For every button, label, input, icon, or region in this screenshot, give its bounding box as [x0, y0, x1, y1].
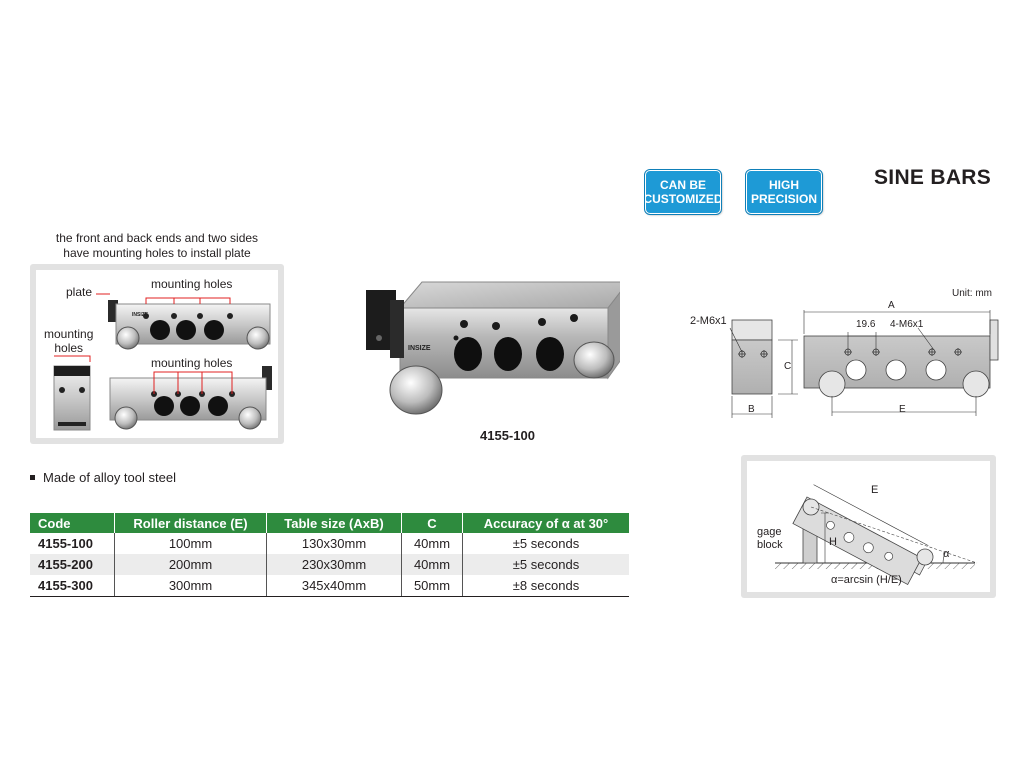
- mounting-panel-inner: INSIZE plate mounting holes mounting hol…: [36, 270, 278, 438]
- cell-table-size: 130x30mm: [266, 533, 402, 554]
- dim-label-b: B: [748, 404, 755, 415]
- product-model: 4155-100: [480, 428, 535, 443]
- cell-accuracy: ±5 seconds: [512, 536, 580, 551]
- label-line: gage: [757, 526, 782, 538]
- badge-high-precision: HIGH PRECISION: [745, 169, 823, 215]
- cell-code: 4155-100: [30, 533, 115, 554]
- label-mounting-holes-side: mounting holes: [44, 327, 93, 355]
- bullet-icon: [30, 475, 35, 481]
- label-line: block: [757, 539, 783, 551]
- usage-formula: α=arcsin (H/E): [831, 574, 902, 586]
- dimension-drawing: [729, 310, 999, 418]
- dim-label-19-6: 19.6: [856, 319, 876, 330]
- cell-code: 4155-200: [30, 554, 115, 575]
- header-c: C: [401, 513, 463, 533]
- feature-text: Made of alloy tool steel: [43, 470, 176, 485]
- cell-table-size: 230x30mm: [266, 554, 402, 575]
- usage-label-h: H: [829, 536, 837, 548]
- label-plate: plate: [66, 285, 93, 299]
- usage-label-alpha: α: [943, 548, 950, 560]
- label-mounting-holes-top: mounting holes: [151, 277, 233, 291]
- caption-line-2: have mounting holes to install plate: [63, 246, 251, 260]
- badge-line: CAN BE: [659, 178, 706, 192]
- cell-accuracy: ±5 seconds: [462, 554, 629, 575]
- page-title: SINE BARS: [874, 166, 992, 189]
- cell-c: 50mm: [401, 575, 463, 597]
- table-row: 4155-300 300mm 345x40mm 50mm ±8 seconds: [30, 575, 629, 597]
- caption-line-1: the front and back ends and two sides: [55, 231, 259, 245]
- cell-table-size: 345x40mm: [266, 575, 402, 597]
- product-image: INSIZE: [366, 281, 620, 415]
- cell-roller-distance: 200mm: [114, 554, 267, 575]
- cell-roller-distance: 300mm: [114, 575, 267, 597]
- unit-label: Unit: mm: [952, 288, 992, 299]
- table-row: 4155-100 100mm 130x30mm 40mm ±5 seconds: [30, 533, 629, 554]
- cell-roller-distance: 100mm: [114, 533, 267, 554]
- dim-label-e: E: [899, 404, 906, 415]
- cell-c: 40mm: [401, 554, 463, 575]
- header-code: Code: [30, 513, 115, 533]
- mounting-caption: the front and back ends and two sides ha…: [42, 231, 272, 261]
- label-line: holes: [54, 341, 84, 355]
- usage-panel-inner: gage block H E α α=arcsin (H/E): [747, 461, 990, 592]
- dim-label-2-m6: 2-M6x1: [690, 315, 727, 327]
- cell-c: 40mm: [401, 533, 463, 554]
- label-line: mounting: [44, 327, 94, 341]
- mounting-illustration: INSIZE: [53, 293, 272, 431]
- brand-mark: INSIZE: [132, 312, 149, 318]
- header-table-size: Table size (AxB): [266, 513, 402, 533]
- cell-accuracy: ±8 seconds: [462, 575, 629, 597]
- badge-line: PRECISION: [750, 192, 817, 206]
- mounting-panel: INSIZE plate mounting holes mounting hol…: [30, 264, 284, 444]
- badge-line: CUSTOMIZED: [643, 192, 723, 206]
- header-accuracy: Accuracy of α at 30°: [462, 513, 629, 533]
- feature-item: Made of alloy tool steel: [30, 470, 176, 485]
- dim-label-c: C: [784, 361, 792, 372]
- cell-code: 4155-300: [30, 575, 115, 597]
- spec-table: Code Roller distance (E) Table size (AxB…: [30, 513, 629, 597]
- badge-can-be-customized: CAN BE CUSTOMIZED: [643, 169, 723, 215]
- usage-label-e: E: [871, 484, 879, 496]
- brand-mark: INSIZE: [408, 345, 431, 352]
- dim-label-4-m6: 4-M6x1: [890, 319, 924, 330]
- badge-line: HIGH: [769, 178, 799, 192]
- header-roller-distance: Roller distance (E): [114, 513, 267, 533]
- label-mounting-holes-bottom: mounting holes: [151, 356, 233, 370]
- usage-diagram: [775, 484, 978, 586]
- table-row: 4155-200 200mm 230x30mm 40mm ±5 seconds: [30, 554, 629, 575]
- dim-label-a: A: [888, 300, 895, 311]
- usage-panel: gage block H E α α=arcsin (H/E): [741, 455, 996, 598]
- table-header-row: Code Roller distance (E) Table size (AxB…: [30, 513, 629, 533]
- label-gage-block: gage block: [757, 526, 783, 552]
